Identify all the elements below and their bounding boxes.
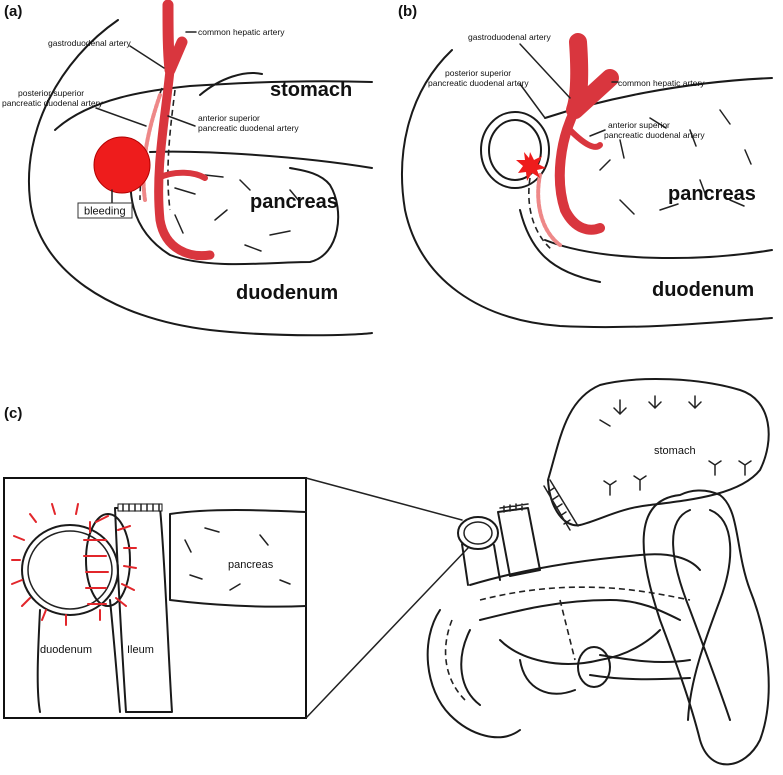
panel-c-inset-box	[3, 477, 307, 719]
panel-c-duodenum-tube	[461, 543, 501, 586]
panel-c-pancreas-body	[469, 553, 701, 621]
panel-a-label-stomach: stomach	[270, 79, 352, 101]
panel-b-pancreas-lines	[599, 109, 752, 215]
panel-c-inset-duodenum-stump	[21, 524, 119, 616]
panel-c-duodenal-stump	[457, 516, 499, 550]
panel-a: (a) gastroduodenal artery common hepatic…	[2, 0, 373, 337]
panel-a-label-anterior-l1: anterior superior	[198, 113, 260, 123]
panel-a-label-posterior-l1: posterior superior	[18, 88, 84, 98]
panel-a-label-gastroduodenal: gastroduodenal artery	[48, 38, 131, 48]
panel-b-bleeding-star	[516, 152, 546, 181]
panel-a-anterior-artery-dashed	[167, 89, 176, 211]
panel-a-label-common-hepatic: common hepatic artery	[198, 27, 285, 37]
panel-c-ileum-stub-staples	[499, 503, 529, 513]
panel-b-label-posterior-l1: posterior superior	[445, 68, 511, 78]
panel-a-pancreas-lines	[174, 174, 301, 252]
panel-c-colon-dashed	[444, 599, 576, 701]
panel-c-stomach-vessels	[599, 395, 752, 496]
panel-a-leader-gastroduodenal	[129, 45, 165, 69]
panel-b-label-pancreas: pancreas	[668, 183, 756, 205]
panel-a-stomach-lower	[149, 150, 373, 169]
panel-c-inset-ileum	[114, 507, 173, 713]
panel-c-ileum-stub	[497, 507, 541, 577]
panel-c-ileal-loop-inner	[672, 509, 732, 721]
panel-c-ileum-loop-knob	[577, 646, 611, 688]
panel-c-zoom-line-bottom	[305, 547, 469, 719]
panel-c-inset-label-duodenum: duodenum	[40, 644, 92, 656]
panel-a-bleeding-circle	[93, 136, 151, 194]
panel-a-leader-anterior	[167, 115, 196, 127]
panel-b-label-gastroduodenal: gastroduodenal artery	[468, 32, 551, 42]
panel-a-label-bleeding: bleeding	[84, 206, 126, 218]
panel-a-label-duodenum: duodenum	[236, 282, 338, 304]
panel-c-inset-label-pancreas: pancreas	[228, 559, 274, 571]
panel-a-leader-posterior	[95, 107, 147, 127]
panel-b-pancreas-bottom	[544, 239, 773, 260]
panel-c-inset-sutures	[11, 503, 137, 626]
panel-c-inset-ileum-patch	[85, 513, 131, 607]
panel-b-label-anterior-l1: anterior superior	[608, 120, 670, 130]
panel-a-tag: (a)	[4, 3, 22, 20]
panel-a-stomach-fold	[199, 72, 263, 96]
panel-a-label-anterior-l2: pancreatic duodenal artery	[198, 123, 299, 133]
panel-c-label-stomach: stomach	[654, 445, 696, 457]
panel-b-leader-anterior	[589, 129, 606, 137]
panel-c-inset-duodenum-stump-inner	[27, 530, 113, 610]
panel-c-stomach-staple-line	[543, 479, 579, 531]
panel-b-gastroduodenal-artery	[554, 105, 605, 235]
panel-c: (c) pancreas duodenum Ileum stomach	[3, 377, 770, 766]
panel-c-pancreatic-duct	[479, 586, 691, 601]
panel-b-duodenum-cut-outer	[480, 111, 550, 189]
panel-a-gastroduodenal-artery	[154, 65, 215, 261]
panel-b-duodenum-inner	[519, 209, 601, 283]
panel-b-label-posterior-l2: pancreatic duodenal artery	[428, 78, 529, 88]
panel-c-inset-duodenum-tube	[36, 599, 121, 713]
panel-c-tag: (c)	[4, 405, 22, 422]
panel-a-outer-curve	[28, 19, 373, 337]
panel-c-ileum-to-pancreas	[589, 654, 691, 681]
panel-a-posterior-artery	[141, 93, 162, 202]
panel-a-label-pancreas: pancreas	[250, 191, 338, 213]
panel-b-duodenum-cut-inner	[488, 119, 542, 181]
panel-b-posterior-artery	[536, 173, 562, 247]
panel-b-anterior-branch	[567, 127, 603, 150]
panel-b-leader-gastroduodenal	[519, 43, 571, 99]
panel-a-duodenum-outline	[129, 149, 340, 266]
panel-b-label-anterior-l2: pancreatic duodenal artery	[604, 130, 705, 140]
panel-c-zoom-line-top	[305, 477, 463, 521]
panel-a-common-hepatic-artery	[162, 0, 188, 76]
panel-a-bleeding-box	[77, 202, 133, 219]
panel-c-ileal-loop-outer	[642, 489, 770, 766]
panel-c-inset-pancreas-lines	[184, 527, 291, 591]
panel-c-inset-pancreas	[169, 509, 307, 608]
panel-a-stomach-outline	[54, 80, 373, 131]
panel-b-tag: (b)	[398, 3, 417, 20]
panel-c-duodenal-stump-inner	[463, 521, 493, 545]
panel-b-label-common-hepatic: common hepatic artery	[618, 78, 705, 88]
panel-c-inset-staple-ticks	[122, 503, 160, 512]
panel-b-label-duodenum: duodenum	[652, 279, 754, 301]
panel-a-artery-branch	[155, 169, 208, 181]
panel-b-leader-posterior	[519, 83, 546, 119]
panel-b-common-hepatic-artery	[566, 33, 619, 119]
panel-c-colon-loops	[426, 609, 661, 739]
panel-b: (b) gastroduodenal artery posterior supe…	[398, 3, 773, 329]
panel-c-inset-label-ileum: Ileum	[127, 644, 154, 656]
panel-b-posterior-artery-dashed	[528, 177, 553, 251]
panel-c-inset-staple-line	[117, 503, 163, 512]
panel-c-stomach-outline	[547, 377, 770, 527]
panel-b-outer-curve	[401, 49, 773, 329]
panel-a-label-posterior-l2: pancreatic duodenal artery	[2, 98, 103, 108]
